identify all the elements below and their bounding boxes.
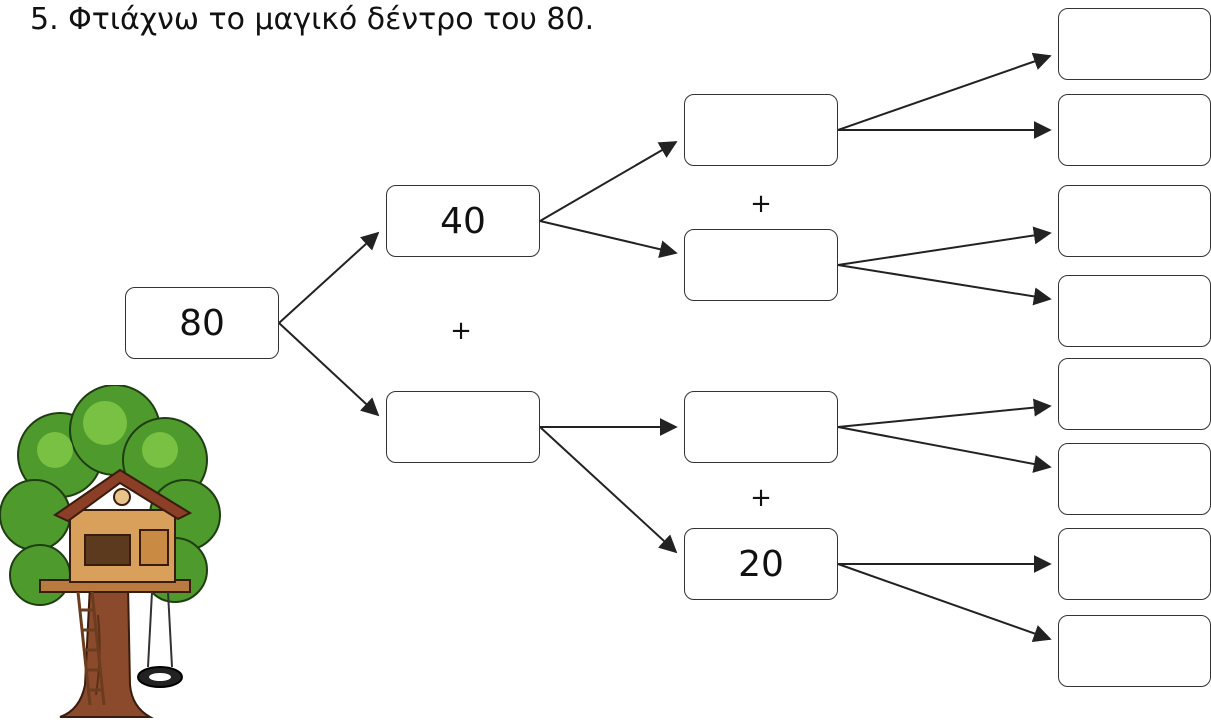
node-value: 20 — [738, 543, 784, 585]
tree-node-level3-5[interactable] — [1058, 358, 1211, 430]
tree-node-level3-4[interactable] — [1058, 275, 1211, 347]
tree-node-level3-1[interactable] — [1058, 8, 1211, 80]
treehouse-icon — [0, 385, 221, 718]
plus-sign-level2-top: + — [750, 189, 772, 219]
arrow-l1-top-to-l2-b — [539, 220, 678, 259]
tree-node-level1-bottom[interactable] — [386, 391, 540, 463]
page-title: 5. Φτιάχνω το μαγικό δέντρο του 80. — [30, 2, 595, 37]
tree-node-level1-top[interactable]: 40 — [386, 185, 540, 257]
plus-sign-level1: + — [450, 316, 472, 346]
arrow-root-to-l1-bottom — [278, 322, 380, 417]
arrow-l1-bottom-to-l2-d — [539, 426, 678, 554]
node-value: 80 — [179, 302, 225, 344]
tree-node-level3-7[interactable] — [1058, 528, 1211, 600]
tree-node-level2-a[interactable] — [684, 94, 838, 166]
plus-sign-level2-bottom: + — [750, 483, 772, 513]
tree-node-level3-3[interactable] — [1058, 185, 1211, 257]
arrow-l2-c-to-l3-5 — [837, 398, 1052, 428]
tree-node-level2-c[interactable] — [684, 391, 838, 463]
tree-node-level2-d[interactable]: 20 — [684, 528, 838, 600]
tree-node-level3-8[interactable] — [1058, 615, 1211, 687]
tree-node-level3-6[interactable] — [1058, 443, 1211, 515]
tree-node-level2-b[interactable] — [684, 229, 838, 301]
tree-node-root[interactable]: 80 — [125, 287, 279, 359]
arrow-l2-b-to-l3-4 — [837, 264, 1052, 306]
node-value: 40 — [440, 200, 486, 242]
arrow-l1-top-to-l2-a — [539, 141, 678, 222]
arrow-l2-c-to-l3-6 — [837, 426, 1052, 473]
arrow-l2-b-to-l3-3 — [837, 226, 1052, 266]
arrow-l2-d-to-l3-8 — [837, 563, 1052, 643]
arrow-l2-a-to-l3-1 — [837, 52, 1052, 131]
arrow-root-to-l1-top — [278, 231, 380, 324]
tree-node-level3-2[interactable] — [1058, 94, 1211, 166]
